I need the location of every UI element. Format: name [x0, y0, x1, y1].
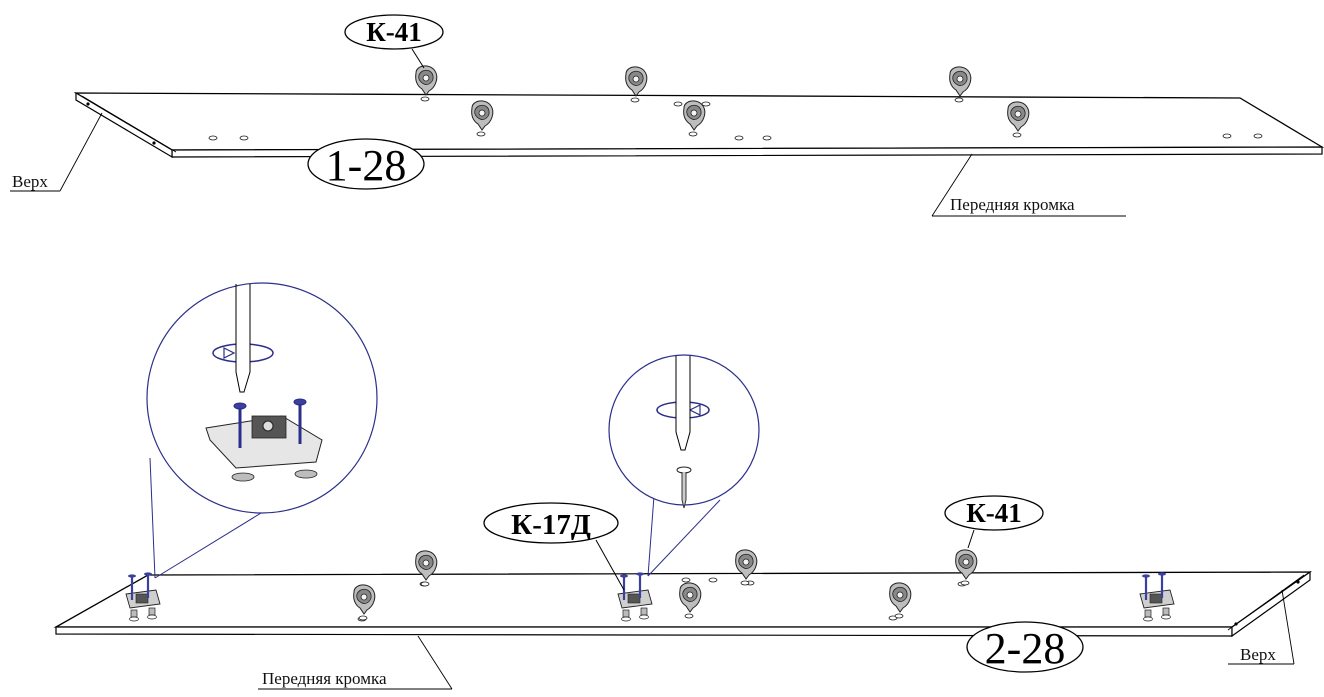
edge-callout-top: Передняя кромка	[931, 153, 1126, 217]
part-callout-1-28: 1-28	[307, 138, 425, 190]
fitting-label-k17d: К-17Д	[511, 509, 591, 541]
part-callout-2-28: 2-28	[966, 621, 1084, 673]
detail-callout-screw	[608, 354, 760, 577]
part-label-2-28: 2-28	[985, 624, 1066, 673]
fitting-label-k41-bottom: К-41	[966, 498, 1022, 528]
fitting-callout-k41-bottom: К-41	[944, 495, 1044, 549]
side-label-top: Верх	[12, 172, 48, 191]
edge-label-bottom: Передняя кромка	[262, 669, 387, 688]
panel-2-28: К-17Д К-41 2-28 Верх Передняя кромка	[53, 282, 1313, 690]
fitting-label-k41-top: К-41	[366, 17, 422, 47]
edge-label-top: Передняя кромка	[950, 195, 1075, 214]
panel-1-28: К-41 1-28 Верх Передняя кромка	[10, 14, 1324, 217]
edge-callout-bottom: Передняя кромка	[258, 635, 453, 690]
fitting-callout-k17d: К-17Д	[483, 502, 625, 591]
part-label-1-28: 1-28	[326, 141, 407, 190]
detail-callout-hinge	[146, 282, 378, 579]
fitting-callout-k41-top: К-41	[344, 14, 444, 69]
side-callout-bottom: Верх	[1228, 589, 1295, 665]
side-callout-top: Верх	[10, 112, 103, 192]
side-label-bottom: Верх	[1240, 645, 1276, 664]
